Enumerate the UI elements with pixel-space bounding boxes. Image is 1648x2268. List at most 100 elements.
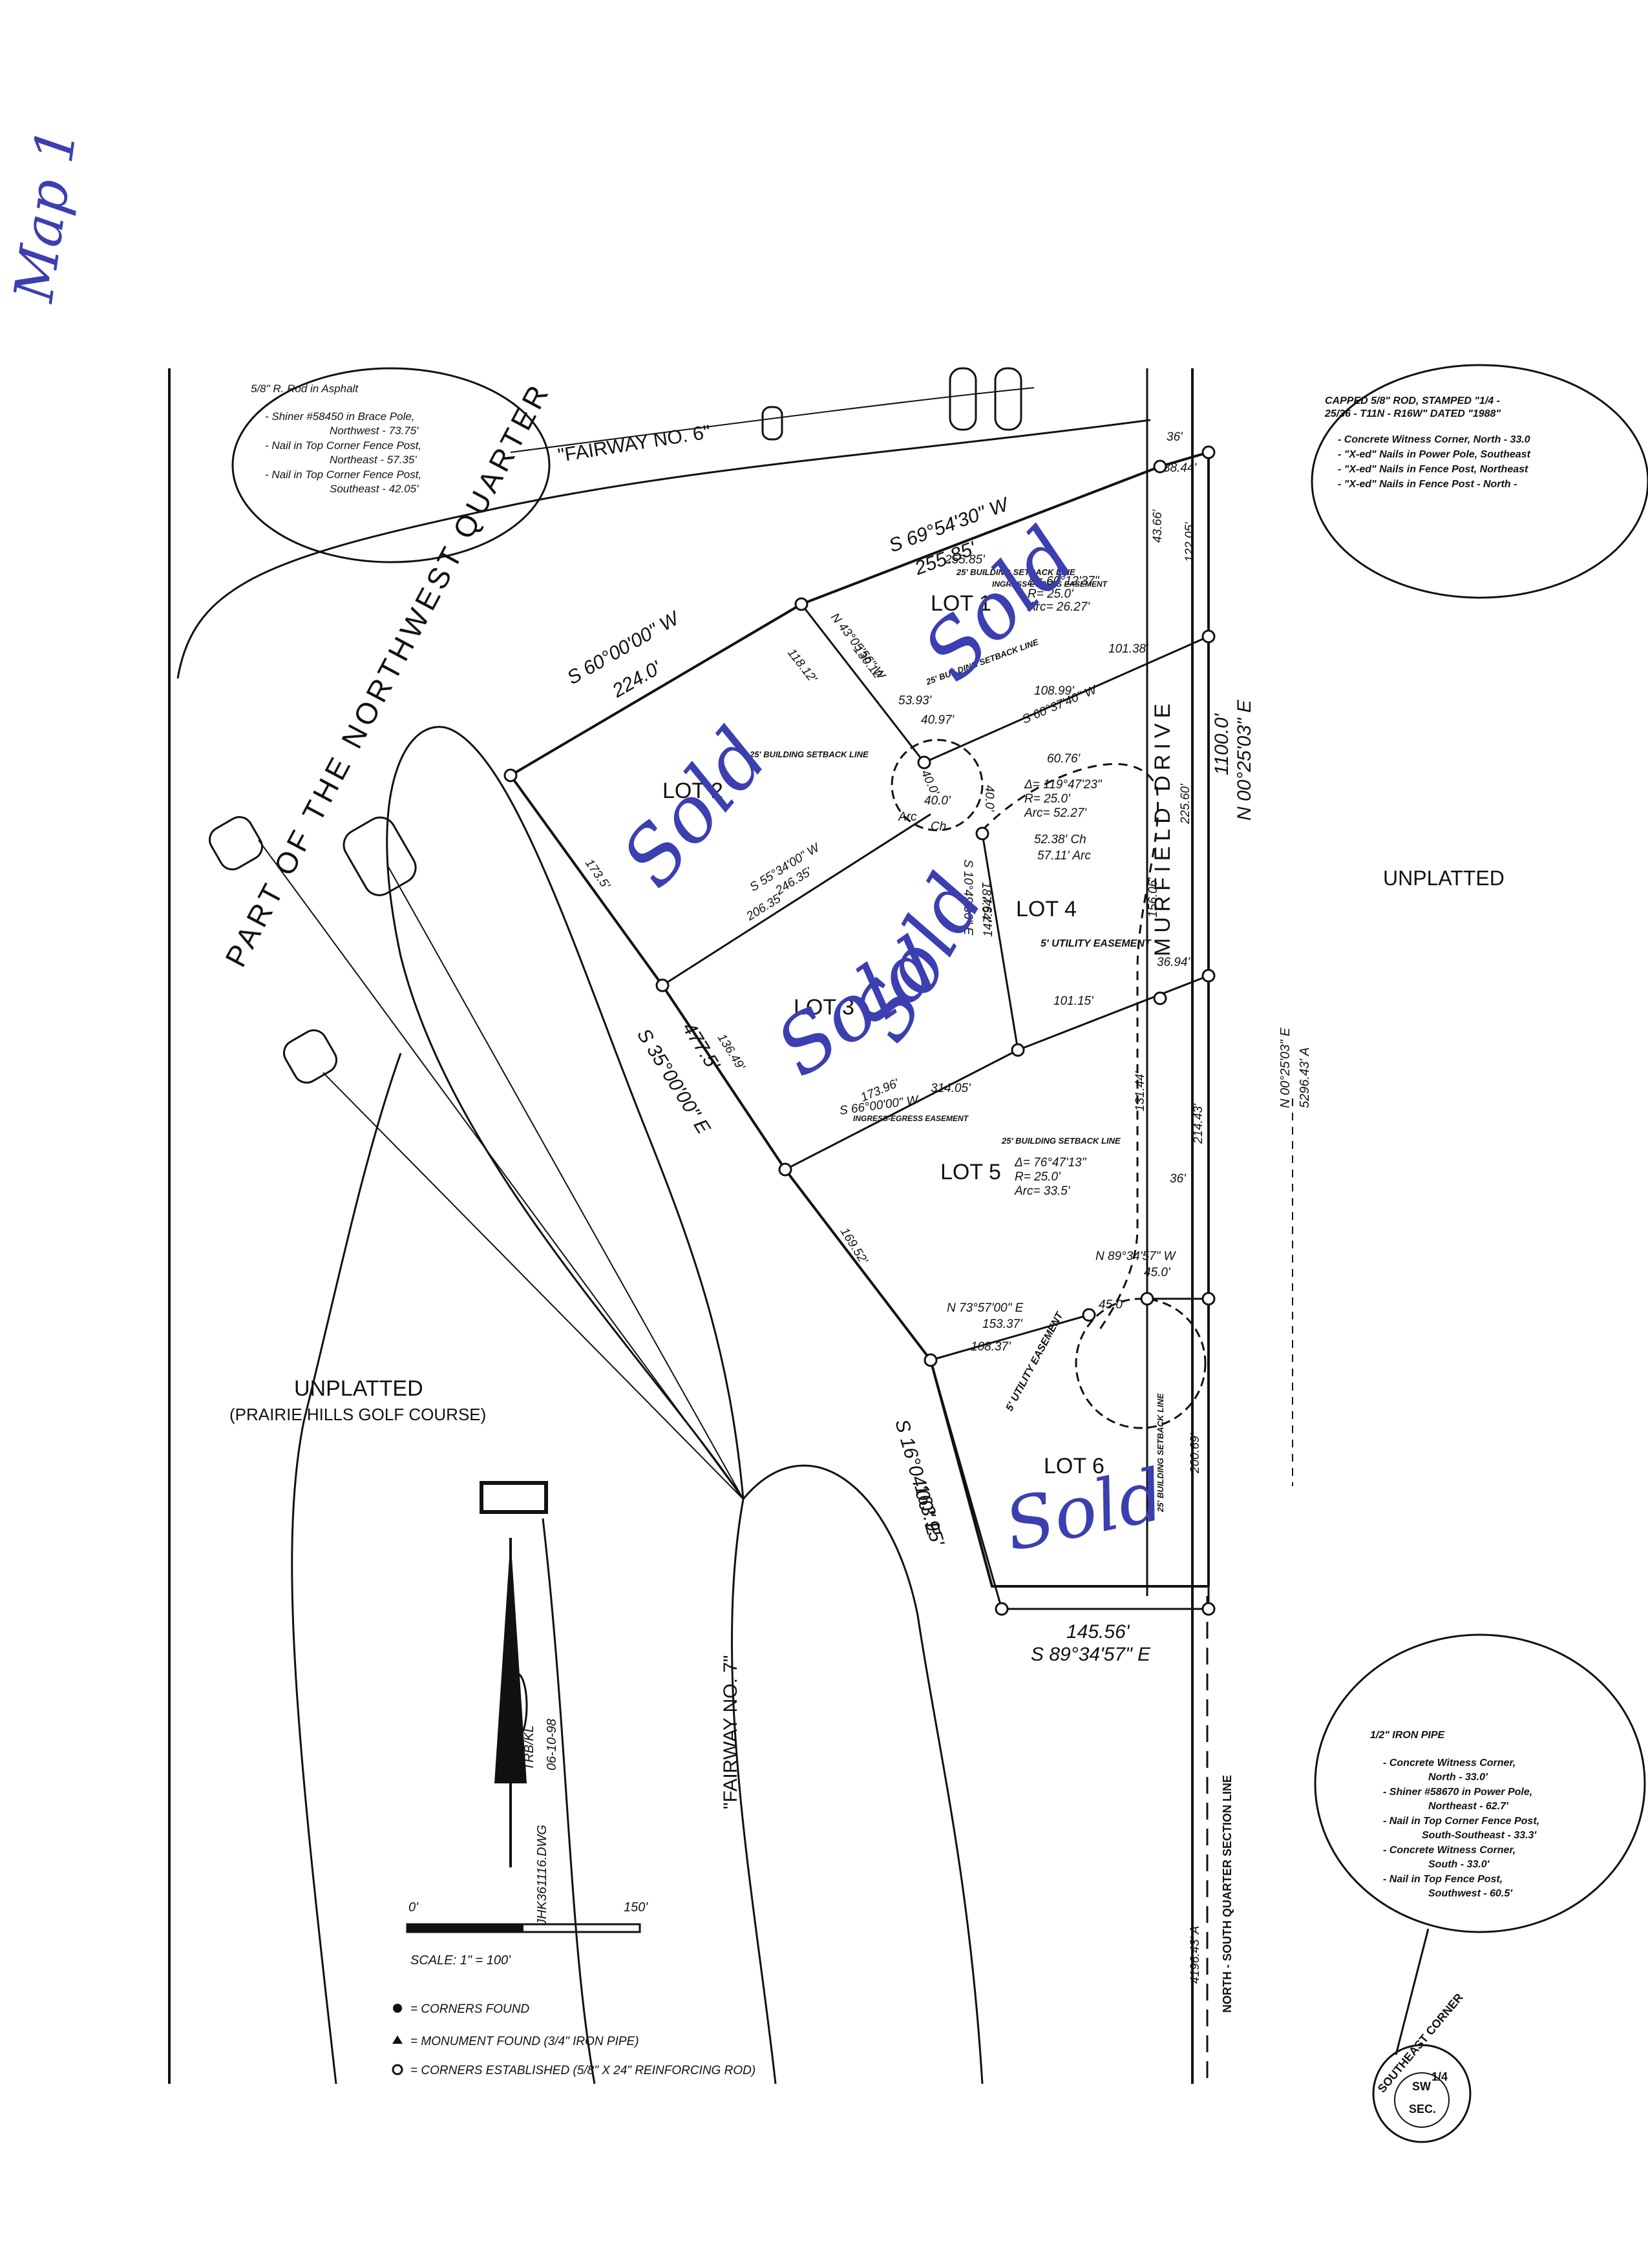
svg-text:Southeast - 42.05': Southeast - 42.05': [330, 483, 419, 495]
svg-text:60.76': 60.76': [1047, 752, 1081, 766]
svg-text:40.97': 40.97': [921, 713, 955, 727]
svg-text:- Nail in Top Corner Fence Pos: - Nail in Top Corner Fence Post,: [1383, 1816, 1539, 1827]
svg-text:- Concrete Witness Corner,: - Concrete Witness Corner,: [1383, 1845, 1516, 1856]
svg-text:= CORNERS ESTABLISHED (5/8" X: = CORNERS ESTABLISHED (5/8" X 24" REINFO…: [410, 2064, 755, 2077]
svg-text:45.0': 45.0': [1144, 1266, 1171, 1279]
svg-text:187.64': 187.64': [979, 882, 993, 923]
se-bubble-text: 1/2" IRON PIPE - Concrete Witness Corner…: [1370, 1730, 1539, 1899]
tee-box-3: [283, 1029, 337, 1084]
fairway-seven-outline-4: [542, 1518, 596, 2084]
svg-text:5' UTILITY EASEMENT: 5' UTILITY EASEMENT: [1041, 938, 1152, 949]
svg-text:0': 0': [408, 1900, 419, 1915]
svg-text:1/2" IRON PIPE: 1/2" IRON PIPE: [1370, 1730, 1446, 1741]
legend: = CORNERS FOUND = MONUMENT FOUND (3/4" I…: [392, 2002, 755, 2077]
fairway-path-3: [322, 1072, 744, 1500]
svg-text:122.05': 122.05': [1183, 521, 1197, 562]
southeast-corner-seal-inner: [1394, 2072, 1450, 2128]
north-arrow: [480, 1481, 548, 1867]
svg-text:- "X-ed" Nails in Power Pole,: - "X-ed" Nails in Power Pole, Southeast: [1338, 449, 1531, 460]
svg-text:North - 33.0': North - 33.0': [1428, 1772, 1488, 1783]
svg-text:25' BUILDING SETBACK LINE: 25' BUILDING SETBACK LINE: [1156, 1393, 1165, 1513]
se-reference-bubble: [1314, 1633, 1646, 1933]
svg-text:Δ= 60°12'37": Δ= 60°12'37": [1027, 574, 1100, 588]
lot6-west-line: [929, 1360, 1003, 1610]
drawing-date: 06-10-98: [545, 1719, 559, 1770]
scale-bar: 0' 150' SCALE: 1" = 100': [406, 1900, 648, 1968]
svg-text:4196.43' A: 4196.43' A: [1188, 1926, 1202, 1984]
svg-text:Northeast - 57.35': Northeast - 57.35': [330, 454, 417, 466]
lot1-south-line: [924, 635, 1209, 764]
svg-text:200.69': 200.69': [1188, 1433, 1202, 1474]
svg-text:314.05': 314.05': [931, 1082, 971, 1095]
svg-text:South-Southeast - 33.3': South-Southeast - 33.3': [1422, 1830, 1537, 1841]
svg-text:53.93': 53.93': [898, 694, 933, 708]
svg-text:131.44': 131.44': [1134, 1071, 1147, 1111]
svg-text:214.43': 214.43': [1192, 1103, 1205, 1144]
svg-text:- "X-ed" Nails in Fence Post,: - "X-ed" Nails in Fence Post, Northeast: [1338, 464, 1528, 475]
svg-text:Southwest - 60.5': Southwest - 60.5': [1428, 1888, 1513, 1899]
street-label: MURFIELD DRIVE: [1150, 698, 1175, 956]
drawing-id: JHK361116.DWG: [535, 1825, 549, 1926]
svg-text:R= 25.0': R= 25.0': [1028, 587, 1074, 601]
svg-text:- Nail in Top Corner Fence Pos: - Nail in Top Corner Fence Post,: [265, 468, 421, 481]
lot-6-label: LOT 6: [1044, 1454, 1104, 1478]
svg-text:40.0': 40.0': [982, 785, 996, 812]
fairway-seven-outline-5: [291, 1053, 402, 2084]
lot4-south-line: [1017, 974, 1209, 1051]
svg-text:- Shiner #58670 in Power Pole,: - Shiner #58670 in Power Pole,: [1383, 1787, 1532, 1798]
svg-text:- Nail in Top Fence Post,: - Nail in Top Fence Post,: [1383, 1874, 1503, 1885]
svg-text:5/8" R. Rod in Asphalt: 5/8" R. Rod in Asphalt: [251, 383, 359, 395]
se-bubble-leader: [1395, 1928, 1430, 2055]
svg-text:147.94': 147.94': [982, 896, 995, 937]
lot5-lot6-line: [930, 1314, 1090, 1361]
svg-text:40.0': 40.0': [924, 794, 951, 808]
svg-text:255.85': 255.85': [944, 553, 986, 567]
curve-data: Δ= 60°12'37" R= 25.0' Arc= 26.27' Δ= 119…: [1014, 574, 1103, 1198]
svg-text:Arc= 52.27': Arc= 52.27': [1024, 806, 1087, 820]
svg-text:Northwest - 73.75': Northwest - 73.75': [330, 425, 419, 437]
svg-text:45.0': 45.0': [1099, 1298, 1126, 1312]
tee-box-1: [209, 816, 263, 870]
svg-text:43.66': 43.66': [1151, 509, 1165, 543]
svg-text:- Concrete Witness Corner,: - Concrete Witness Corner,: [1383, 1758, 1516, 1769]
svg-text:R= 25.0': R= 25.0': [1015, 1170, 1061, 1184]
ne-bubble-text: CAPPED 5/8" ROD, STAMPED "1/4 - 25/36 - …: [1324, 395, 1531, 490]
svg-text:25' BUILDING SETBACK LINE: 25' BUILDING SETBACK LINE: [749, 750, 869, 759]
fairway-seven-outline-3: [742, 1464, 984, 2084]
nw-reference-bubble: [231, 367, 551, 563]
lot-1-label: LOT 1: [931, 591, 991, 616]
svg-text:INGRESS-EGRESS EASEMENT: INGRESS-EGRESS EASEMENT: [992, 580, 1108, 589]
svg-text:N 73°57'00" E: N 73°57'00" E: [947, 1301, 1024, 1315]
svg-text:INGRESS-EGRESS EASEMENT: INGRESS-EGRESS EASEMENT: [853, 1114, 969, 1123]
lot-labels: LOT 1 LOT 2 LOT 3 LOT 4 LOT 5 LOT 6: [662, 591, 1104, 1478]
fairway-path-1: [258, 839, 744, 1500]
fairway-six-outline-2: [510, 387, 1035, 453]
svg-text:Δ= 76°47'13": Δ= 76°47'13": [1014, 1156, 1087, 1170]
cart-marker-2: [994, 367, 1022, 431]
svg-text:25/36 - T11N - R16W" DATED "19: 25/36 - T11N - R16W" DATED "1988": [1324, 408, 1501, 419]
svg-text:N 00°25'03" E: N 00°25'03" E: [1234, 699, 1255, 821]
svg-text:CAPPED 5/8" ROD, STAMPED "1/4: CAPPED 5/8" ROD, STAMPED "1/4 -: [1325, 395, 1500, 406]
lot-2-label: LOT 2: [662, 779, 723, 803]
svg-text:Arc= 33.5': Arc= 33.5': [1014, 1184, 1071, 1198]
svg-text:Northeast - 62.7': Northeast - 62.7': [1428, 1801, 1509, 1812]
svg-text:R= 25.0': R= 25.0': [1024, 792, 1071, 806]
svg-text:145.56': 145.56': [1066, 1621, 1130, 1643]
fairway-seven-outline-2: [731, 1498, 777, 2084]
nw-bubble-text: 5/8" R. Rod in Asphalt - Shiner #58450 i…: [251, 383, 421, 495]
svg-text:- Shiner #58450 in Brace Pole,: - Shiner #58450 in Brace Pole,: [265, 410, 415, 423]
svg-text:57.11' Arc: 57.11' Arc: [1037, 849, 1091, 863]
svg-text:= MONUMENT FOUND (3/4" IRON PI: = MONUMENT FOUND (3/4" IRON PIPE): [410, 2035, 639, 2048]
svg-text:SCALE: 1" = 100': SCALE: 1" = 100': [410, 1953, 511, 1968]
drawing-initials: TRB/KL: [522, 1725, 536, 1770]
svg-text:South - 33.0': South - 33.0': [1428, 1859, 1490, 1870]
corner-seal-inner-2: 1/4: [1431, 2070, 1448, 2083]
svg-text:Ch: Ch: [931, 820, 946, 834]
svg-text:1100.0': 1100.0': [1211, 713, 1232, 775]
svg-text:153.37': 153.37': [982, 1318, 1023, 1331]
svg-text:Arc= 26.27': Arc= 26.27': [1027, 600, 1090, 614]
svg-text:36': 36': [1170, 1172, 1187, 1186]
svg-text:Arc: Arc: [898, 810, 917, 824]
unplatted-east-label: UNPLATTED: [1383, 866, 1505, 890]
